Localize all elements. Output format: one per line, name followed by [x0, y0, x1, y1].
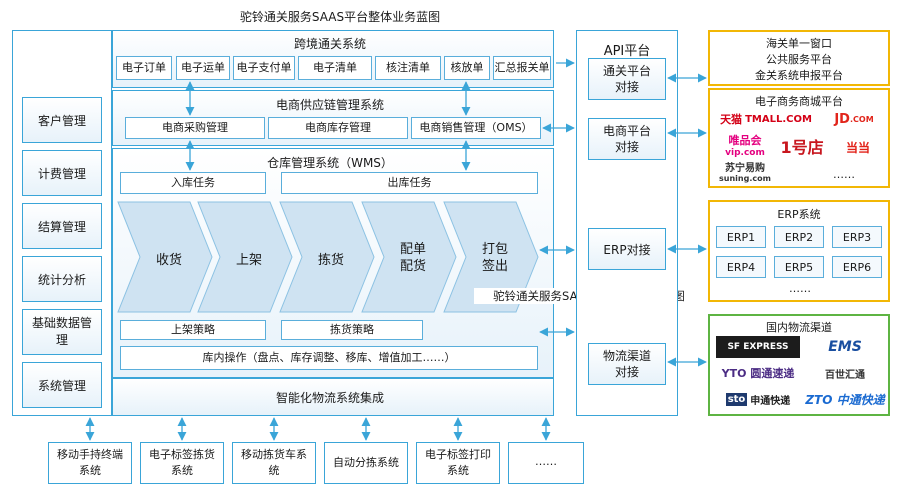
api-ecommerce-connector[interactable]: 电商平台 对接: [588, 118, 666, 160]
menu-label: 系统管理: [37, 379, 86, 393]
erp-item[interactable]: ERP2: [774, 226, 824, 248]
erp-item[interactable]: ERP5: [774, 256, 824, 278]
customs-window-line: 金关系统申报平台: [755, 69, 843, 82]
logo-dangdang: 当当: [845, 140, 870, 155]
supply-item-sales[interactable]: 电商销售管理（OMS）: [411, 117, 541, 139]
menu-label: 结算管理: [37, 220, 86, 234]
logo-ems: EMS: [828, 339, 862, 355]
device-label-printing[interactable]: 电子标签打印系统: [416, 442, 500, 484]
api-platform-title: API平台: [603, 44, 651, 59]
device-label: 电子标签拣货系统: [149, 448, 215, 477]
device-label: 电子标签打印系统: [425, 448, 491, 477]
ecommerce-title: 电子商务商城平台: [755, 95, 843, 108]
customs-window-line: 海关单一窗口: [766, 37, 832, 50]
logo-yto: YTO 圆通速递: [721, 367, 795, 380]
logistics-title: 国内物流渠道: [766, 321, 832, 334]
customs-item[interactable]: 电子运单: [176, 56, 230, 80]
integration-panel: [112, 378, 554, 416]
wms-outbound-task[interactable]: 出库任务: [281, 172, 538, 194]
api-customs-connector[interactable]: 通关平台 对接: [588, 58, 666, 100]
wms-pick-strategy[interactable]: 拣货策略: [281, 320, 423, 340]
api-logistics-connector[interactable]: 物流渠道 对接: [588, 343, 666, 385]
logo-jd: JD.COM: [834, 111, 874, 127]
api-item-label: 通关平台 对接: [602, 64, 651, 94]
logo-best-express: 百世汇通: [825, 369, 865, 381]
wms-shelve-strategy[interactable]: 上架策略: [120, 320, 266, 340]
wms-title: 仓库管理系统（WMS）: [267, 156, 393, 170]
device-more: ……: [508, 442, 584, 484]
api-item-label: 物流渠道 对接: [602, 349, 651, 379]
menu-label: 客户管理: [37, 114, 86, 128]
device-label: 移动拣货车系统: [241, 448, 307, 477]
api-item-label: ERP对接: [603, 243, 651, 257]
menu-settlement-management[interactable]: 结算管理: [22, 203, 102, 249]
menu-system-management[interactable]: 系统管理: [22, 362, 102, 408]
menu-customer-management[interactable]: 客户管理: [22, 97, 102, 143]
erp-more: ……: [789, 282, 811, 295]
chevron-shelve: [197, 201, 293, 313]
chevron-receive: [117, 201, 213, 313]
page-title: 驼铃通关服务SAAS平台整体业务蓝图: [239, 10, 441, 24]
device-auto-sorting[interactable]: 自动分拣系统: [324, 442, 408, 484]
step-pack: 打包 签出: [481, 242, 508, 274]
logo-sf-express: SF EXPRESS: [716, 336, 800, 358]
customs-item[interactable]: 电子订单: [116, 56, 172, 80]
device-label: 移动手持终端系统: [57, 448, 123, 477]
device-handheld[interactable]: 移动手持终端系统: [48, 442, 132, 484]
device-picking-cart[interactable]: 移动拣货车系统: [232, 442, 316, 484]
supply-item-inventory[interactable]: 电商库存管理: [268, 117, 408, 139]
device-label-picking[interactable]: 电子标签拣货系统: [140, 442, 224, 484]
logo-yhd: 1号店: [780, 138, 824, 157]
customs-item[interactable]: 核注清单: [375, 56, 441, 80]
chevron-pick: [279, 201, 375, 313]
supply-item-purchase[interactable]: 电商采购管理: [125, 117, 265, 139]
step-shelve: 上架: [235, 253, 262, 268]
logo-zto: ZTO 中通快递: [805, 392, 885, 407]
chevron-pack: [443, 201, 539, 313]
erp-item[interactable]: ERP4: [716, 256, 766, 278]
step-allocate: 配单 配货: [399, 242, 426, 274]
menu-label: 统计分析: [37, 273, 86, 287]
device-label: 自动分拣系统: [333, 456, 399, 469]
customs-system-title: 跨境通关系统: [293, 37, 366, 51]
customs-window-line: 公共服务平台: [766, 53, 832, 66]
menu-label: 基础数据管理: [31, 316, 92, 347]
wms-inventory-ops[interactable]: 库内操作（盘点、库存调整、移库、增值加工……）: [120, 346, 538, 370]
step-pick: 拣货: [317, 253, 344, 268]
customs-item[interactable]: 电子清单: [298, 56, 372, 80]
customs-item[interactable]: 汇总报关单: [493, 56, 551, 80]
menu-basic-data[interactable]: 基础数据管理: [22, 309, 102, 355]
api-item-label: 电商平台 对接: [602, 124, 651, 154]
menu-billing-management[interactable]: 计费管理: [22, 150, 102, 196]
api-erp-connector[interactable]: ERP对接: [588, 228, 666, 270]
menu-statistics[interactable]: 统计分析: [22, 256, 102, 302]
erp-item[interactable]: ERP3: [832, 226, 882, 248]
erp-item[interactable]: ERP1: [716, 226, 766, 248]
ecommerce-more: ……: [833, 168, 855, 181]
erp-panel: ERP系统 ERP1 ERP2 ERP3 ERP4 ERP5 ERP6 ……: [708, 200, 890, 302]
logo-tmall: 天猫 TMALL.COM: [720, 113, 812, 126]
customs-item[interactable]: 核放单: [444, 56, 490, 80]
wms-inbound-task[interactable]: 入库任务: [120, 172, 266, 194]
integration-title: 智能化物流系统集成: [275, 391, 384, 405]
menu-label: 计费管理: [37, 167, 86, 181]
customs-item[interactable]: 电子支付单: [233, 56, 295, 80]
erp-title: ERP系统: [777, 208, 821, 221]
device-label: ……: [535, 455, 557, 468]
step-receive: 收货: [155, 253, 182, 268]
customs-window-panel: 海关单一窗口 公共服务平台 金关系统申报平台: [708, 30, 890, 86]
supply-chain-title: 电商供应链管理系统: [275, 98, 384, 112]
chevron-allocate: [361, 201, 457, 313]
erp-item[interactable]: ERP6: [832, 256, 882, 278]
